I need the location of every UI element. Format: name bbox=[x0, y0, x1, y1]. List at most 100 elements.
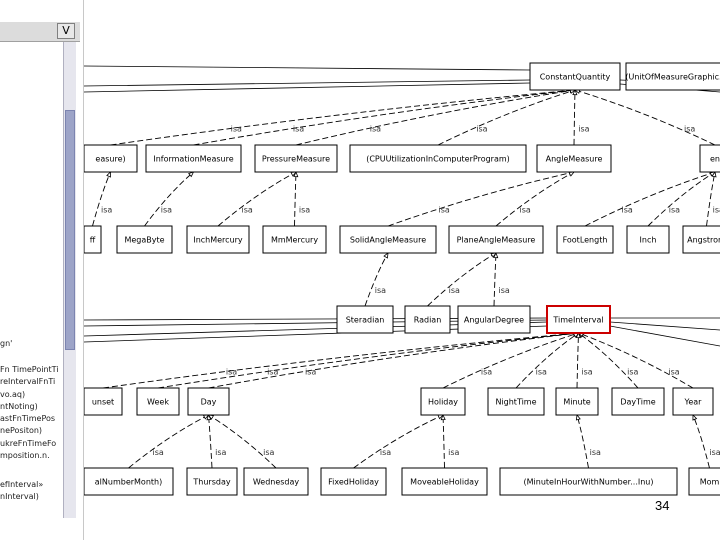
node-box[interactable] bbox=[625, 62, 720, 91]
node-box[interactable] bbox=[555, 387, 599, 416]
node-box[interactable] bbox=[136, 387, 180, 416]
node-mm-mercury[interactable]: MmMercury bbox=[262, 225, 327, 254]
node-inch[interactable]: Inch bbox=[626, 225, 670, 254]
node-label: DayTime bbox=[620, 398, 655, 407]
node-measure-left[interactable]: easure) bbox=[84, 144, 138, 173]
edges-layer bbox=[84, 65, 720, 469]
tree-item[interactable]: efInterval» bbox=[0, 480, 44, 489]
node-box[interactable] bbox=[116, 225, 173, 254]
node-angle-measure[interactable]: AngleMeasure bbox=[536, 144, 612, 173]
node-foot-length[interactable]: FootLength bbox=[556, 225, 614, 254]
node-constant-quantity[interactable]: ConstantQuantity bbox=[529, 62, 621, 91]
node-label: ConstantQuantity bbox=[540, 73, 611, 82]
node-box[interactable] bbox=[626, 225, 670, 254]
tree-item[interactable]: ukreFnTimeFo bbox=[0, 439, 57, 448]
node-solid-angle-measure[interactable]: SolidAngleMeasure bbox=[339, 225, 437, 254]
node-box[interactable] bbox=[320, 467, 387, 496]
node-box[interactable] bbox=[457, 305, 531, 334]
node-sunset[interactable]: unset bbox=[84, 387, 123, 416]
node-thursday[interactable]: Thursday bbox=[186, 467, 238, 496]
panel-scrollbar[interactable] bbox=[63, 42, 76, 518]
node-box[interactable] bbox=[546, 305, 611, 334]
node-box[interactable] bbox=[243, 467, 309, 496]
node-box[interactable] bbox=[688, 467, 720, 496]
isa-edge bbox=[295, 89, 576, 146]
node-box[interactable] bbox=[336, 305, 394, 334]
node-label: MmMercury bbox=[271, 236, 318, 245]
isa-label: isa bbox=[153, 448, 164, 457]
node-box[interactable] bbox=[556, 225, 614, 254]
tree-item[interactable]: reIntervalFnTi bbox=[0, 377, 56, 386]
tree-item[interactable]: ntNoting) bbox=[0, 402, 38, 411]
node-box[interactable] bbox=[611, 387, 665, 416]
node-fixed-holiday[interactable]: FixedHoliday bbox=[320, 467, 387, 496]
node-label: Radian bbox=[414, 316, 442, 325]
node-box[interactable] bbox=[487, 387, 545, 416]
node-steradian[interactable]: Steradian bbox=[336, 305, 394, 334]
node-box[interactable] bbox=[401, 467, 488, 496]
node-box[interactable] bbox=[448, 225, 544, 254]
node-box[interactable] bbox=[84, 467, 174, 496]
node-moveable-holiday[interactable]: MoveableHoliday bbox=[401, 467, 488, 496]
node-box[interactable] bbox=[262, 225, 327, 254]
node-box[interactable] bbox=[682, 225, 720, 254]
tree-item[interactable]: vo.aq) bbox=[0, 390, 26, 399]
node-megabyte-left[interactable]: ff bbox=[84, 225, 102, 254]
node-box[interactable] bbox=[420, 387, 466, 416]
isa-label: isa bbox=[520, 206, 531, 215]
node-box[interactable] bbox=[349, 144, 527, 173]
node-box[interactable] bbox=[672, 387, 714, 416]
node-box[interactable] bbox=[84, 225, 102, 254]
panel-dropdown-button[interactable]: V bbox=[57, 23, 75, 39]
node-time-interval[interactable]: TimeInterval bbox=[546, 305, 611, 334]
tree-item[interactable]: nePositon) bbox=[0, 426, 43, 435]
node-holiday[interactable]: Holiday bbox=[420, 387, 466, 416]
node-label: en bbox=[710, 155, 720, 164]
tree-item[interactable]: mposition.n. bbox=[0, 451, 50, 460]
node-label: unset bbox=[92, 398, 114, 407]
node-mom[interactable]: Mom bbox=[688, 467, 720, 496]
node-year[interactable]: Year bbox=[672, 387, 714, 416]
node-box[interactable] bbox=[186, 467, 238, 496]
node-box[interactable] bbox=[145, 144, 242, 173]
tree-item[interactable]: gn' bbox=[0, 339, 13, 348]
node-label: InformationMeasure bbox=[153, 155, 233, 164]
tree-item[interactable]: astFnTimePos bbox=[0, 414, 56, 423]
node-box[interactable] bbox=[84, 144, 138, 173]
node-label: SolidAngleMeasure bbox=[350, 236, 426, 245]
node-right-edge-1[interactable]: en bbox=[699, 144, 720, 173]
node-box[interactable] bbox=[186, 225, 250, 254]
node-week[interactable]: Week bbox=[136, 387, 180, 416]
node-day[interactable]: Day bbox=[187, 387, 230, 416]
node-wednesday[interactable]: Wednesday bbox=[243, 467, 309, 496]
node-box[interactable] bbox=[404, 305, 451, 334]
node-box[interactable] bbox=[187, 387, 230, 416]
node-inch-mercury[interactable]: InchMercury bbox=[186, 225, 250, 254]
node-box[interactable] bbox=[499, 467, 678, 496]
node-minute[interactable]: Minute bbox=[555, 387, 599, 416]
node-daytime[interactable]: DayTime bbox=[611, 387, 665, 416]
node-angular-degree[interactable]: AngularDegree bbox=[457, 305, 531, 334]
node-nighttime[interactable]: NightTime bbox=[487, 387, 545, 416]
node-megabyte[interactable]: MegaByte bbox=[116, 225, 173, 254]
tree-item[interactable]: nInterval) bbox=[0, 492, 39, 501]
scrollbar-thumb[interactable] bbox=[65, 110, 75, 350]
node-minute-hour[interactable]: (MinuteInHourWithNumber...Inu) bbox=[499, 467, 678, 496]
node-label: Thursday bbox=[192, 478, 230, 487]
node-box[interactable] bbox=[699, 144, 720, 173]
node-number-month[interactable]: alNumberMonth) bbox=[84, 467, 174, 496]
tree-item[interactable]: Fn TimePointTi bbox=[0, 365, 59, 374]
node-box[interactable] bbox=[84, 387, 123, 416]
node-box[interactable] bbox=[536, 144, 612, 173]
node-plane-angle-measure[interactable]: PlaneAngleMeasure bbox=[448, 225, 544, 254]
node-box[interactable] bbox=[254, 144, 338, 173]
isa-label: isa bbox=[536, 367, 547, 376]
node-box[interactable] bbox=[339, 225, 437, 254]
node-box[interactable] bbox=[529, 62, 621, 91]
node-angstrom[interactable]: Angstrom bbox=[682, 225, 720, 254]
node-radian[interactable]: Radian bbox=[404, 305, 451, 334]
node-information-measure[interactable]: InformationMeasure bbox=[145, 144, 242, 173]
node-unit-of-measure[interactable]: (UnitOfMeasureGraphic... bbox=[625, 62, 720, 91]
node-cpu-utilization[interactable]: (CPUUtilizationInComputerProgram) bbox=[349, 144, 527, 173]
node-pressure-measure[interactable]: PressureMeasure bbox=[254, 144, 338, 173]
